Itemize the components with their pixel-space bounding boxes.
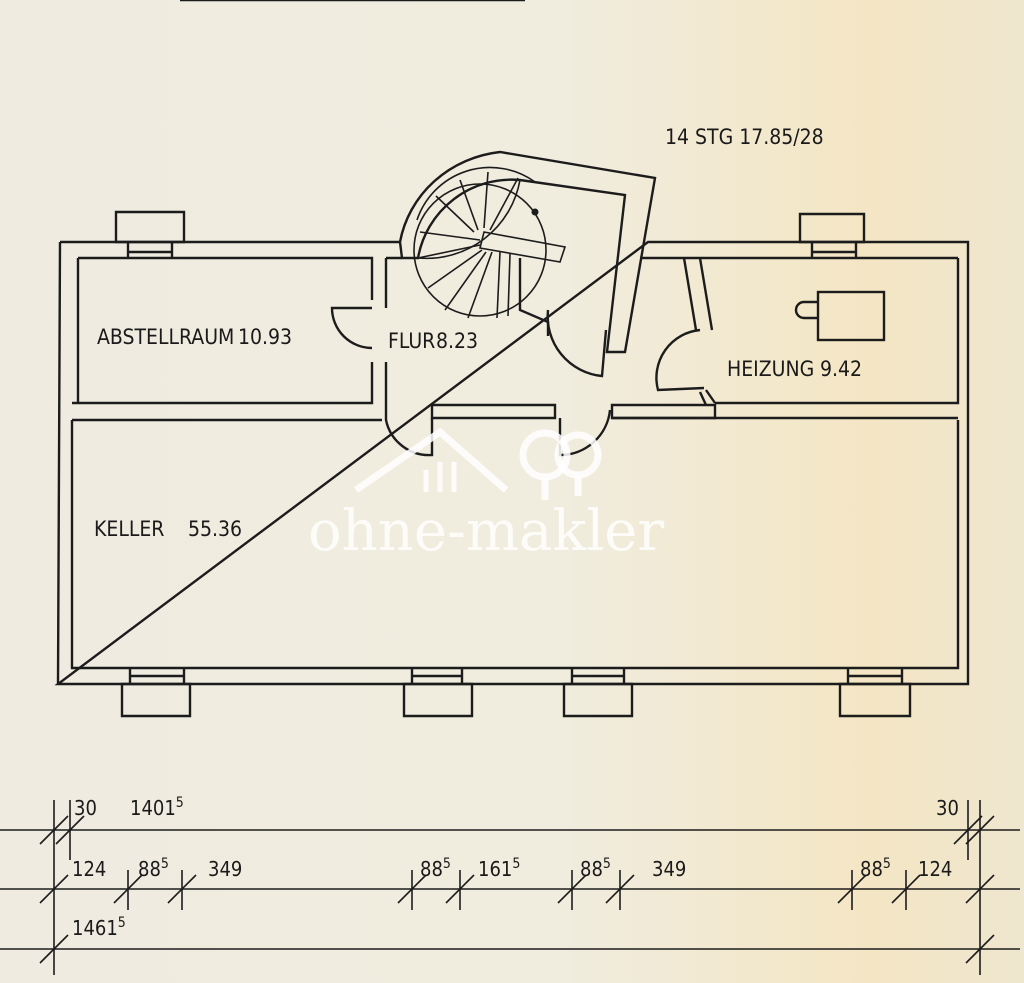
room-name-abstellraum: ABSTELLRAUM — [97, 325, 234, 349]
dimension-lines — [0, 800, 1020, 975]
room-name-heizung: HEIZUNG — [727, 357, 814, 381]
abstellraum-walls — [78, 258, 388, 405]
dim-row2-9: 124 — [918, 857, 952, 881]
stair-note: 14 STG 17.85/28 — [665, 125, 824, 149]
watermark-logo — [354, 427, 602, 500]
room-name-keller: KELLER — [94, 517, 164, 541]
corridor-walls — [72, 257, 958, 422]
room-area-keller: 55.36 — [188, 517, 242, 541]
boiler-symbol — [794, 290, 886, 342]
outer-walls — [54, 240, 970, 686]
dim-30-left: 30 — [74, 796, 97, 820]
dim-30-right: 30 — [936, 796, 959, 820]
light-wells — [114, 210, 912, 718]
dim-1401: 14015 — [130, 795, 184, 820]
dim-row2-7: 349 — [652, 857, 686, 881]
watermark-text: ohne-makler — [308, 499, 664, 564]
dim-row2-1: 124 — [72, 857, 106, 881]
spiral-stair — [398, 150, 657, 378]
room-area-heizung: 9.42 — [820, 357, 862, 381]
dim-1461: 14615 — [72, 915, 126, 940]
dim-row2-8: 885 — [860, 856, 891, 881]
dim-row2-4: 885 — [420, 856, 451, 881]
dim-row2-6: 885 — [580, 856, 611, 881]
room-area-abstellraum: 10.93 — [238, 325, 292, 349]
room-name-flur: FLUR — [388, 329, 435, 353]
room-abstellraum: ABSTELLRAUM 10.93 — [97, 325, 292, 349]
dim-row2-2: 885 — [138, 856, 169, 881]
room-flur: FLUR 8.23 — [388, 329, 478, 353]
room-heizung: HEIZUNG 9.42 — [727, 357, 862, 381]
dim-row2-3: 349 — [208, 857, 242, 881]
room-area-flur: 8.23 — [436, 329, 478, 353]
room-keller: KELLER 55.36 — [94, 517, 242, 541]
dim-row2-5: 1615 — [478, 856, 520, 881]
